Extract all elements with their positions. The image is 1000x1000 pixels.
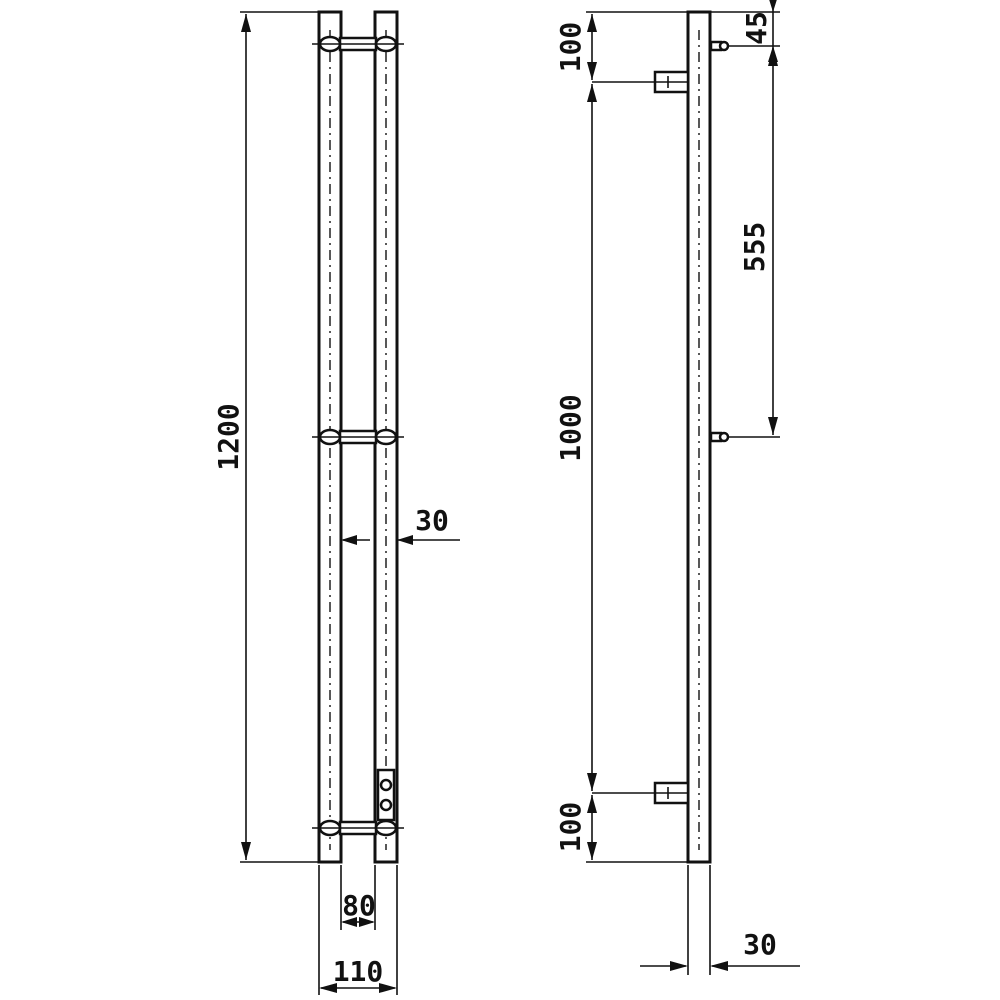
front-view: 1200 30 80 110 (212, 10, 460, 995)
dim-rail-width-label: 30 (415, 504, 449, 537)
dim-top-offset-100: 100 (554, 14, 597, 80)
dim-depth-30: 30 (640, 865, 800, 975)
dim-bracket-spacing-label: 555 (738, 222, 771, 273)
dim-bracket-spacing-555: 555 (728, 48, 780, 438)
dim-outer-width-110: 110 (319, 955, 397, 993)
pin-top (709, 40, 730, 52)
mounting-bracket-bottom (592, 781, 690, 805)
dim-mount-spacing-label: 1000 (554, 394, 587, 461)
heating-element (376, 768, 396, 822)
dim-inner-width-label: 80 (342, 889, 376, 922)
mounting-bracket-top (592, 70, 690, 94)
dim-mount-spacing-1000: 1000 (554, 84, 597, 791)
dim-rail-width-30: 30 (341, 504, 460, 545)
cross-bar-bottom (312, 819, 404, 837)
dim-small-offset-label: 45 (740, 11, 773, 45)
dim-bottom-offset-100: 100 (554, 795, 597, 860)
cross-bar-middle (312, 428, 404, 446)
dim-bottom-offset-label: 100 (554, 802, 587, 853)
dim-outer-width-label: 110 (333, 955, 384, 988)
dim-top-offset-label: 100 (554, 22, 587, 73)
side-view: 100 1000 100 45 (554, 0, 800, 975)
dim-inner-width-80: 80 (318, 865, 398, 995)
pin-middle (709, 431, 730, 443)
dim-height-label: 1200 (212, 403, 245, 470)
dim-height-1200: 1200 (212, 11, 318, 863)
dim-depth-label: 30 (743, 928, 777, 961)
cross-bar-top (312, 35, 404, 53)
